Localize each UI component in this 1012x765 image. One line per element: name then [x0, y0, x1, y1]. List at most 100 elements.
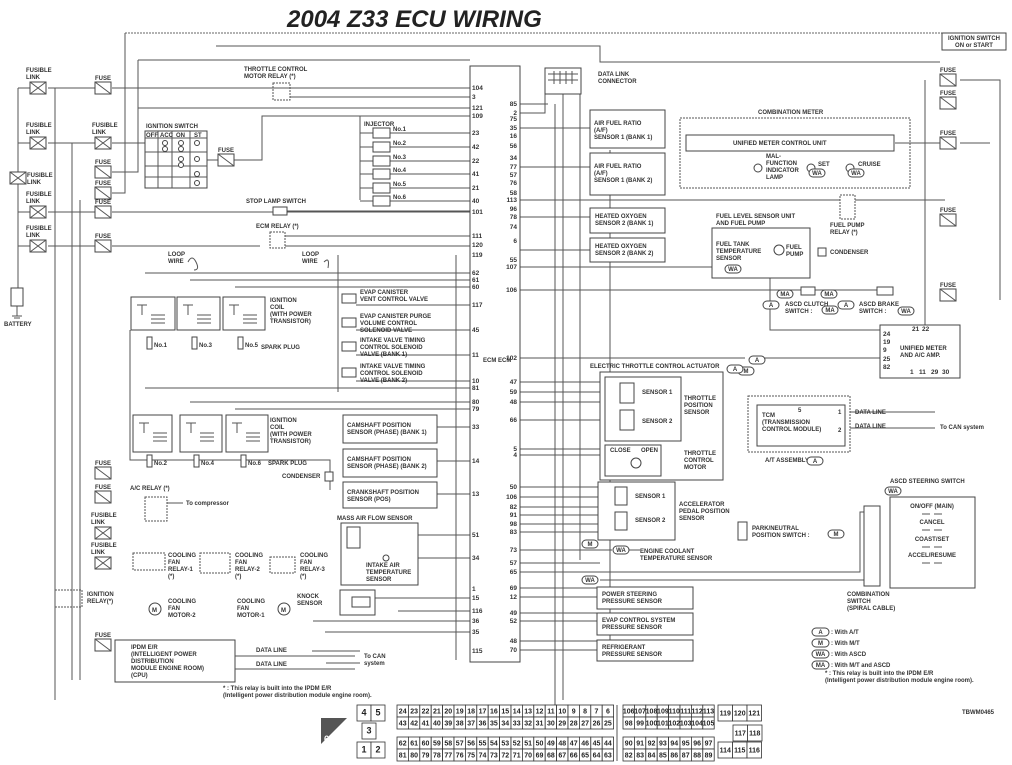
connector-pin-number: 84 — [648, 753, 656, 760]
connector-pin-number: 100 — [646, 721, 658, 728]
ignition-coil-icon — [225, 414, 269, 453]
connector-pin-cell: 8 — [579, 704, 592, 718]
connector-pin-cell: 94 — [668, 736, 681, 750]
ho2s-bank1-box — [589, 207, 666, 234]
connector-pin-number: 74 — [479, 753, 487, 760]
fuse-label: FUSE — [940, 131, 956, 137]
solenoid-valve-icon — [341, 367, 357, 378]
fan-motor-2-icon — [148, 602, 162, 616]
connector-pin-number: 43 — [399, 721, 407, 728]
ascd-steering-switch-label: ASCD STEERING SWITCH — [890, 479, 965, 485]
connector-pin-cell: 24 — [396, 704, 409, 718]
connector-pin-number: 108 — [646, 709, 658, 716]
ecm-pin-right: 98 — [510, 521, 518, 528]
ecm-pin-right: 70 — [510, 647, 518, 654]
af-sensor-bank1-box — [589, 109, 666, 149]
option-badge-wa: WA — [884, 486, 902, 496]
connector-pin-cell: 27 — [579, 716, 592, 730]
connector-pin-number: 45 — [593, 741, 601, 748]
connector-pin-cell: 95 — [679, 736, 692, 750]
ascd-clutch-switch-icon — [800, 286, 816, 296]
connector-pin-number: 44 — [604, 741, 612, 748]
connector-pin-cell: 55 — [476, 736, 489, 750]
injector-coil-icon — [372, 195, 391, 207]
badge-label: M — [834, 532, 839, 538]
spark-plug-label-top: SPARK PLUG — [261, 345, 300, 351]
connector-pin-number: 71 — [513, 753, 521, 760]
ecm-pin-right: 47 — [510, 379, 518, 386]
fuse-label: FUSE — [95, 76, 111, 82]
unified-meter-pin: 29 — [931, 369, 939, 376]
ecm-pin-right: 75 — [510, 116, 518, 123]
fuel-pump-relay-icon — [839, 194, 856, 220]
ecm-pin-right: 49 — [510, 610, 518, 617]
ecm-pin-right: 48 — [510, 399, 518, 406]
ecm-pin-right: 106 — [506, 287, 517, 294]
connector-pin-number: 32 — [524, 721, 532, 728]
ignition-switch-label: IGNITION SWITCH — [146, 124, 198, 130]
connector-pin-cell: 77 — [442, 748, 455, 762]
svg-text:ON: ON — [176, 133, 185, 139]
connector-pin-cell: 14 — [510, 704, 523, 718]
injector-item-label: No.3 — [393, 155, 407, 161]
connector-pin-number: 114 — [720, 748, 731, 755]
pnp-switch-icon — [737, 521, 748, 541]
badge-label: MA — [780, 292, 790, 298]
badge-label: WA — [728, 267, 738, 273]
connector-pin-cell: 15 — [499, 704, 512, 718]
ecm-pin-left: 115 — [472, 648, 483, 655]
ecm-pin-left: 36 — [472, 618, 480, 625]
ecm-pin-left: 45 — [472, 327, 480, 334]
data-line-label-3: DATA LINE — [855, 410, 886, 416]
badge-label: M — [588, 542, 593, 548]
section-icon: 6 — [321, 718, 347, 744]
connector-pin-cell: 75 — [464, 748, 478, 762]
ecm-pin-right: 57 — [510, 560, 518, 567]
motor-symbol: M — [152, 608, 157, 614]
connector-pin-cell: 70 — [522, 748, 535, 762]
connector-pin-cell: 119 — [717, 704, 733, 722]
ecm-pin-group: 1043121109234222412140101111120119626160… — [472, 85, 517, 655]
ecm-pin-right: 85 — [510, 101, 518, 108]
connector-pin-number: 31 — [536, 721, 544, 728]
ecm-pin-left: 41 — [472, 171, 480, 178]
ecm-relay-label: ECM RELAY (*) — [256, 224, 299, 230]
option-badge-wa: WA — [808, 168, 826, 178]
ground-icon — [12, 306, 22, 319]
diagram-title: 2004 Z33 ECU WIRING — [286, 6, 542, 33]
connector-pin-number: 56 — [467, 741, 475, 748]
fuse-icon — [939, 136, 957, 150]
connector-pin-cell: 1 — [356, 741, 372, 759]
data-line-label-1: DATA LINE — [256, 648, 287, 654]
option-badge-a: A — [837, 300, 855, 310]
legend-text: : With M/T — [831, 641, 860, 647]
connector-pin-number: 96 — [693, 741, 701, 748]
connector-pin-number: 38 — [456, 721, 464, 728]
to-can-label-right: To CAN system — [940, 425, 984, 431]
connector-pin-cell: 61 — [407, 736, 421, 750]
injector-item-label: No.1 — [393, 127, 407, 133]
motor-symbol: M — [281, 608, 286, 614]
connector-pin-cell: 81 — [396, 748, 409, 762]
fusible-link-icon — [29, 239, 47, 253]
ecm-label: ECM ECM — [483, 358, 511, 364]
ecm-pin-right: 107 — [506, 264, 517, 271]
ignition-relay-icon — [54, 589, 83, 608]
figure-code: TBWM0465 — [962, 710, 995, 716]
cmp-sensor-bank2-box — [342, 448, 438, 478]
fuse-icon — [939, 96, 957, 110]
connector-pin-cell: 63 — [601, 748, 615, 762]
